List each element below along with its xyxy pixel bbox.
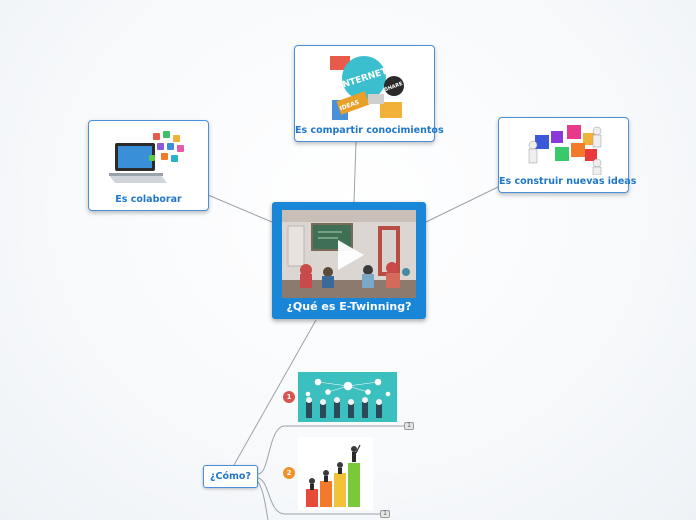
connector-share [353, 141, 357, 203]
branch-node-collaborate[interactable]: Es colaborar [88, 120, 209, 211]
play-icon[interactable] [282, 210, 416, 298]
connector-how [233, 319, 317, 466]
how-node[interactable]: ¿Cómo? [203, 465, 258, 488]
puzzle-people-image [528, 125, 602, 175]
item-2-child-count[interactable]: 1 [380, 510, 390, 518]
item-2-number-badge: 2 [283, 467, 295, 479]
branch-node-share[interactable]: INTERNET IDEAS SHARE Es compartir conoci… [294, 45, 444, 142]
central-title: ¿Qué es E-Twinning? [286, 300, 412, 313]
item-1-child-count[interactable]: 1 [404, 422, 414, 430]
video-thumbnail[interactable] [282, 210, 416, 298]
item-1-number-badge: 1 [283, 391, 295, 403]
central-node[interactable]: ¿Qué es E-Twinning? [272, 202, 426, 319]
laptop-apps-image [109, 131, 184, 183]
growth-bars-image[interactable] [298, 437, 373, 510]
network-people-image[interactable] [298, 372, 397, 422]
share-knowledge-image: INTERNET IDEAS SHARE [328, 52, 404, 124]
branch-label-share: Es compartir conocimientos [295, 125, 444, 136]
connector-how-item-3 [257, 481, 269, 520]
connector-how-item-2 [257, 477, 380, 515]
branch-label-build: Es construir nuevas ideas [499, 176, 637, 187]
branch-node-build[interactable]: Es construir nuevas ideas [498, 117, 637, 193]
connector-collaborate [207, 194, 273, 223]
branch-label-collaborate: Es colaborar [115, 194, 182, 205]
connector-build [425, 186, 499, 223]
connector-how-item-1 [257, 425, 404, 475]
